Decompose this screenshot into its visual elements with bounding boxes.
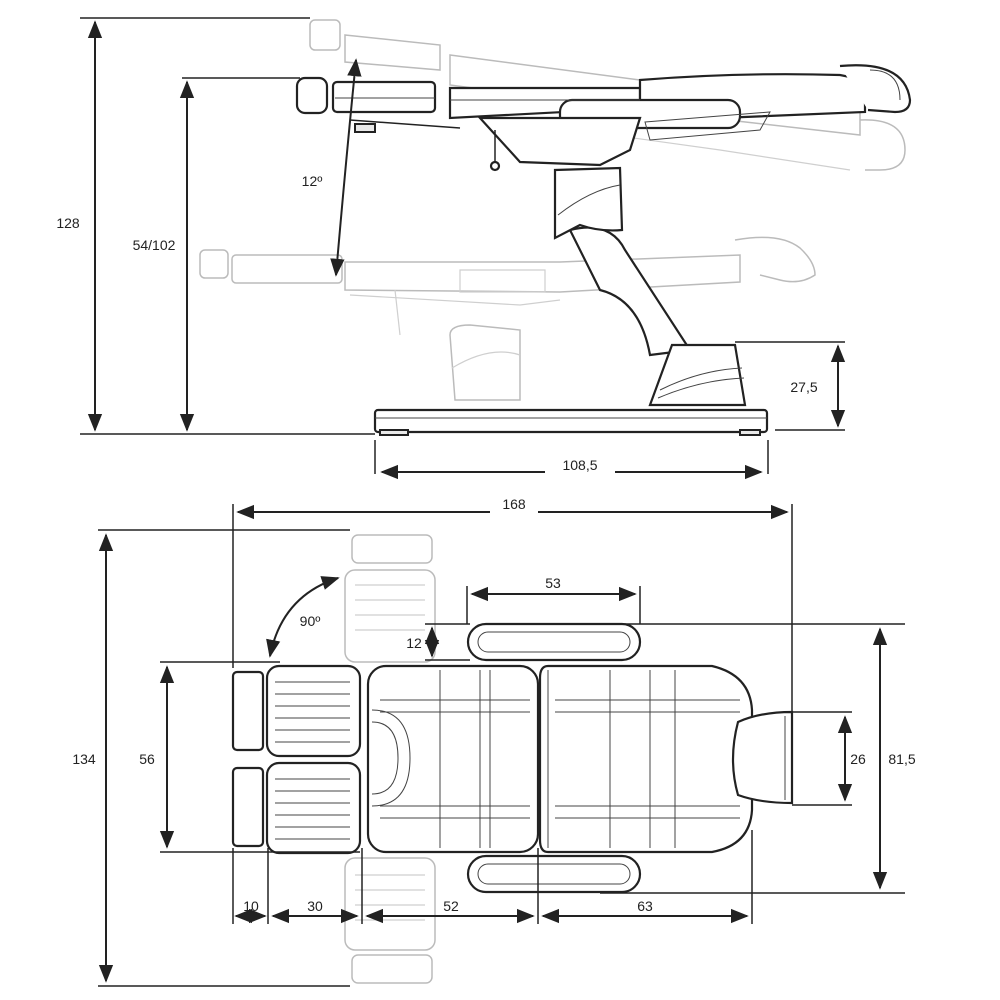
dim-legrest-rotation: 90º: [266, 576, 340, 658]
label-base-length: 108,5: [562, 457, 597, 473]
label-legrest-width: 56: [139, 751, 155, 767]
backrest: [538, 664, 754, 854]
dim-bottom-row: 10 30 52 63: [232, 830, 753, 924]
label-legrest-rotation: 90º: [300, 613, 321, 629]
ghost-lowered-position: [199, 236, 816, 401]
label-seat-length: 52: [443, 898, 459, 914]
label-total-length: 168: [502, 496, 526, 512]
label-armrest-length: 53: [545, 575, 561, 591]
footrests: [231, 670, 265, 848]
chair-top-current: [295, 64, 912, 172]
armrests: [466, 622, 642, 894]
top-view: 168 53 12 90º 134: [72, 494, 916, 987]
dim-headrest-width: 26: [792, 711, 866, 806]
label-back-length: 63: [637, 898, 653, 914]
label-overall-width-rotated: 134: [72, 751, 96, 767]
chair-column: [553, 166, 747, 407]
label-footrest-length: 10: [243, 898, 259, 914]
dim-overall-width-rotated: 134: [72, 529, 350, 987]
dim-base-height: 27,5: [735, 341, 846, 431]
label-headrest-width: 26: [850, 751, 866, 767]
legrests: [265, 664, 362, 855]
chair-base: [373, 408, 769, 436]
dim-seat-height: 54/102: [133, 77, 300, 432]
label-seat-height: 54/102: [133, 237, 176, 253]
label-legrest-length: 30: [307, 898, 323, 914]
dim-armrest-width: 12: [406, 623, 470, 661]
label-armrest-width: 12: [406, 635, 422, 651]
dim-tilt-angle: 12º: [302, 58, 362, 277]
label-total-height: 128: [56, 215, 80, 231]
label-base-height: 27,5: [790, 379, 817, 395]
headrest: [731, 710, 794, 805]
label-tilt-angle: 12º: [302, 173, 323, 189]
ghost-rotated-legrests: [344, 534, 436, 984]
label-width-with-armrests: 81,5: [888, 751, 915, 767]
dim-total-height: 128: [56, 17, 375, 435]
dim-base-length: 108,5: [374, 440, 769, 480]
side-view: 128 54/102 12º 27,5 108,5: [56, 17, 912, 480]
seat: [366, 664, 540, 854]
dim-total-length: 168: [232, 494, 793, 712]
dim-legrest-width: 56: [139, 661, 360, 853]
dim-width-with-armrests: 81,5: [600, 623, 916, 894]
dim-armrest-length: 53: [466, 575, 641, 624]
